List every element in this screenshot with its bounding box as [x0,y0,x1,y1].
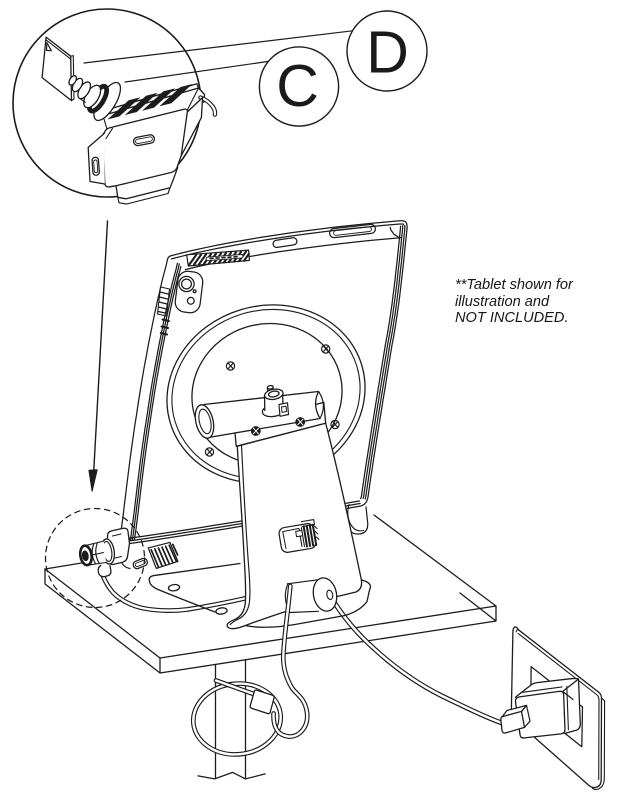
svg-text:C: C [276,53,319,119]
svg-text:D: D [366,20,409,86]
